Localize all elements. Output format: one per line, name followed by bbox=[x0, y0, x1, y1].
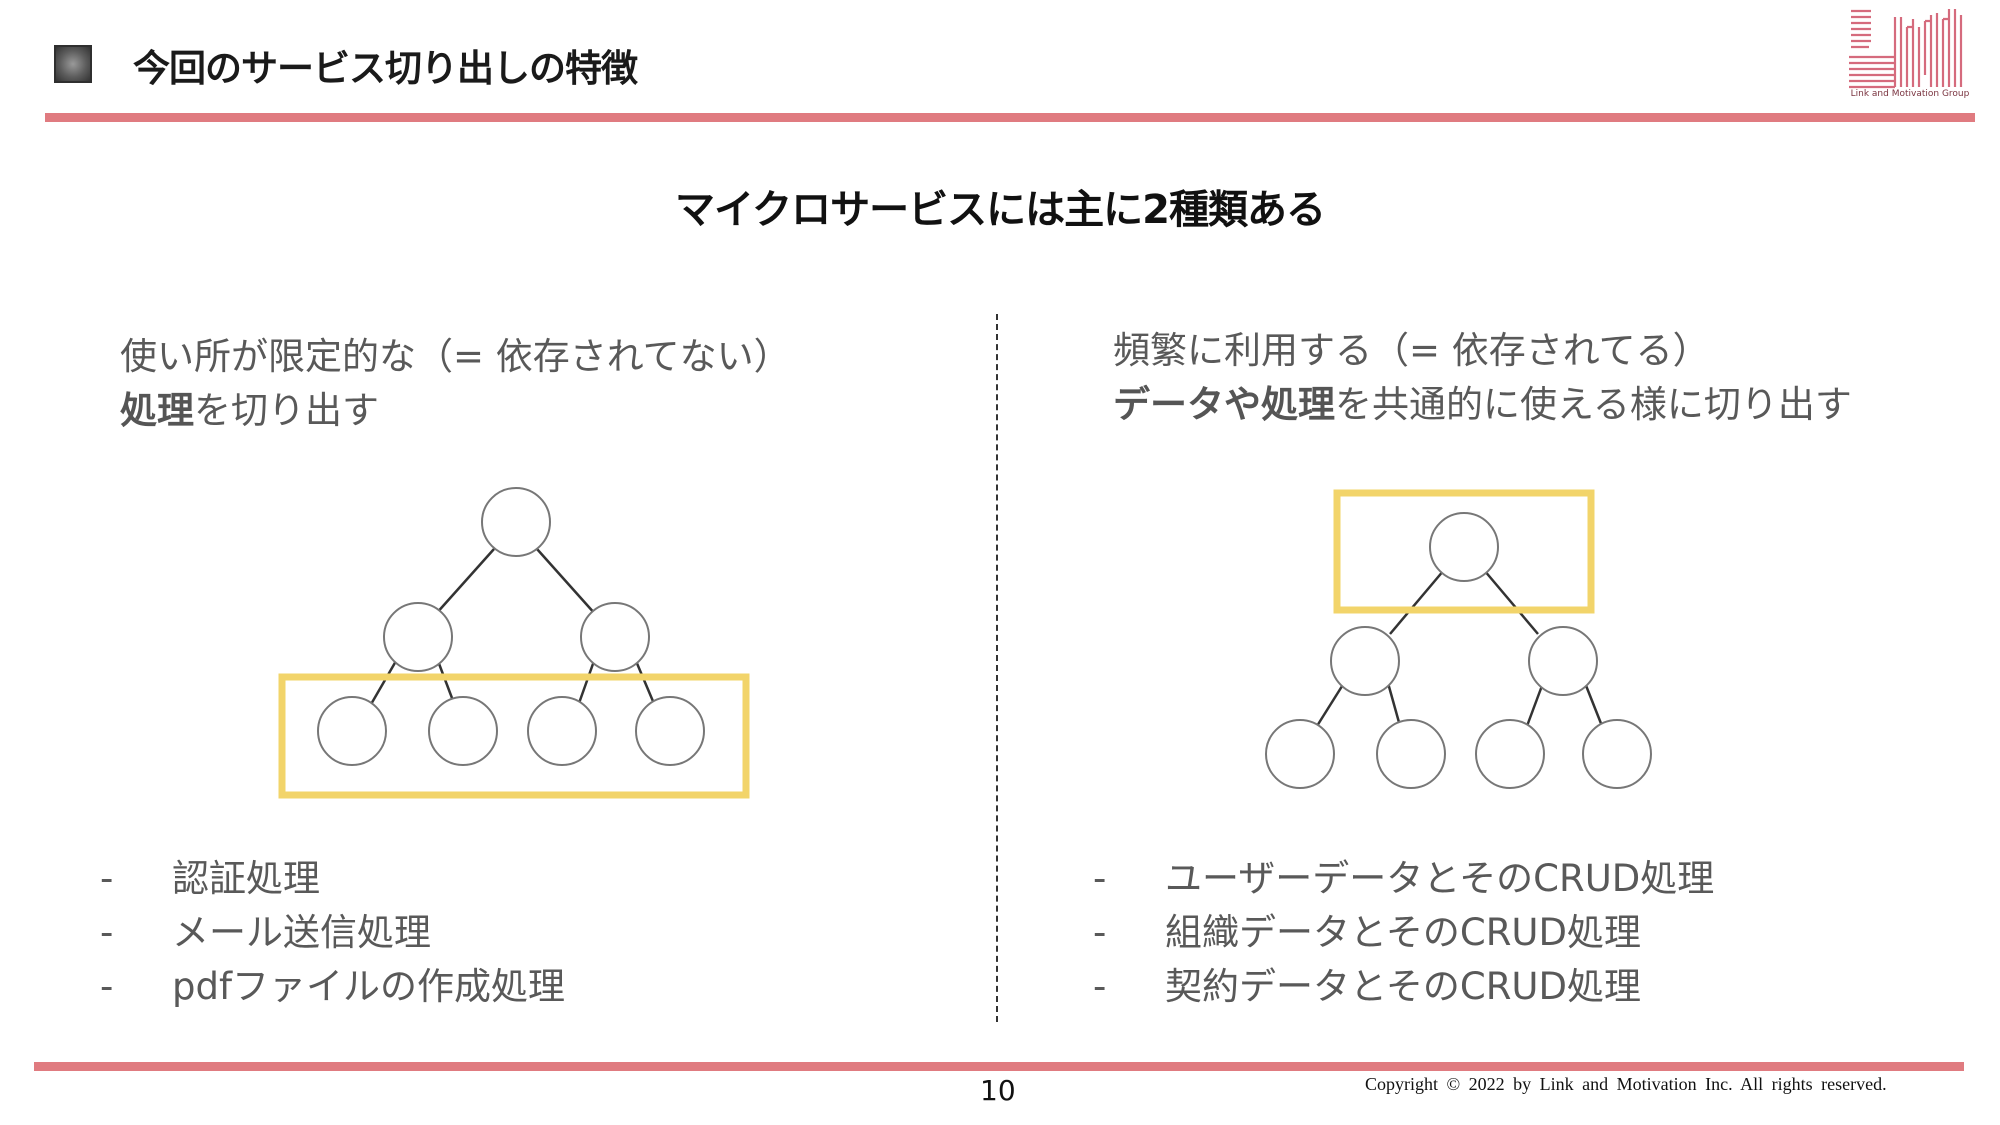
tree-edge bbox=[576, 660, 596, 707]
highlight-box-leaves bbox=[278, 673, 750, 799]
tree-node-leaf bbox=[428, 696, 498, 766]
tree-node bbox=[383, 602, 453, 672]
list-item-text: 認証処理 bbox=[172, 857, 320, 900]
tree-edge bbox=[634, 660, 657, 707]
list-item: - 組織データとそのCRUD処理 bbox=[1093, 906, 1893, 960]
list-item: - pdfファイルの作成処理 bbox=[100, 960, 800, 1014]
page-number: 10 bbox=[980, 1074, 1016, 1107]
tree-edge bbox=[1315, 682, 1346, 727]
tree-node-leaf bbox=[527, 696, 597, 766]
tree-edge bbox=[368, 660, 398, 707]
logo-caption: Link and Motivation Group bbox=[1850, 89, 1970, 99]
list-item: - 認証処理 bbox=[100, 852, 800, 906]
right-desc-line1: 頻繁に利用する（= 依存されてる） bbox=[1113, 329, 1710, 372]
list-dash: - bbox=[100, 857, 114, 900]
page-title: 今回のサービス切り出しの特徴 bbox=[133, 47, 638, 90]
list-item-text: pdfファイルの作成処理 bbox=[172, 965, 565, 1008]
left-description: 使い所が限定的な（= 依存されてない） 処理を切り出す bbox=[120, 330, 791, 438]
tree-edge bbox=[1389, 569, 1445, 635]
right-desc-line2: データや処理を共通的に使える様に切り出す bbox=[1113, 378, 1852, 432]
tree-node-leaf bbox=[1376, 719, 1446, 789]
tree-node-leaf bbox=[1265, 719, 1335, 789]
list-dash: - bbox=[100, 911, 114, 954]
tree-node bbox=[580, 602, 650, 672]
tree-node-leaf bbox=[635, 696, 705, 766]
header-rule bbox=[45, 113, 1975, 122]
list-item-text: ユーザーデータとそのCRUD処理 bbox=[1165, 857, 1715, 900]
tree-node bbox=[1330, 626, 1400, 696]
copyright-text: Copyright © 2022 by Link and Motivation … bbox=[1365, 1074, 1887, 1094]
tree-edge bbox=[1583, 682, 1604, 727]
tree-node bbox=[1528, 626, 1598, 696]
left-item-list: - 認証処理 - メール送信処理 - pdfファイルの作成処理 bbox=[100, 852, 800, 1014]
list-item-text: 契約データとそのCRUD処理 bbox=[1165, 965, 1642, 1008]
right-description: 頻繁に利用する（= 依存されてる） データや処理を共通的に使える様に切り出す bbox=[1113, 324, 1852, 432]
list-item-text: メール送信処理 bbox=[172, 911, 431, 954]
slide-subtitle: マイクロサービスには主に2種類ある bbox=[674, 187, 1326, 233]
right-desc-bold: データや処理 bbox=[1113, 383, 1335, 426]
tree-node-leaf bbox=[1582, 719, 1652, 789]
tree-edge bbox=[1525, 682, 1545, 727]
list-item: - 契約データとそのCRUD処理 bbox=[1093, 960, 1893, 1014]
list-dash: - bbox=[1093, 965, 1107, 1008]
list-item-text: 組織データとそのCRUD処理 bbox=[1165, 911, 1642, 954]
tree-node-root bbox=[481, 487, 551, 557]
tree-edge bbox=[536, 548, 597, 616]
tree-edge bbox=[1483, 569, 1539, 635]
right-item-list: - ユーザーデータとそのCRUD処理 - 組織データとそのCRUD処理 - 契約… bbox=[1093, 852, 1893, 1014]
left-desc-line2: 処理を切り出す bbox=[120, 384, 791, 438]
list-item: - ユーザーデータとそのCRUD処理 bbox=[1093, 852, 1893, 906]
list-dash: - bbox=[1093, 911, 1107, 954]
footer-rule bbox=[34, 1062, 1964, 1071]
left-desc-line1: 使い所が限定的な（= 依存されてない） bbox=[120, 335, 791, 378]
tree-edge bbox=[1386, 682, 1402, 727]
tree-node-leaf bbox=[1475, 719, 1545, 789]
company-logo bbox=[1849, 9, 1963, 89]
column-divider bbox=[996, 314, 998, 1022]
list-item: - メール送信処理 bbox=[100, 906, 800, 960]
tree-edge bbox=[434, 548, 495, 616]
tree-node-root bbox=[1429, 512, 1499, 582]
list-dash: - bbox=[100, 965, 114, 1008]
title-square-icon bbox=[54, 45, 92, 83]
list-dash: - bbox=[1093, 857, 1107, 900]
highlight-box-root bbox=[1333, 489, 1595, 614]
left-desc-bold: 処理 bbox=[120, 389, 194, 432]
tree-node-leaf bbox=[317, 696, 387, 766]
right-desc-rest: を共通的に使える様に切り出す bbox=[1335, 383, 1852, 426]
left-desc-rest: を切り出す bbox=[194, 389, 379, 432]
